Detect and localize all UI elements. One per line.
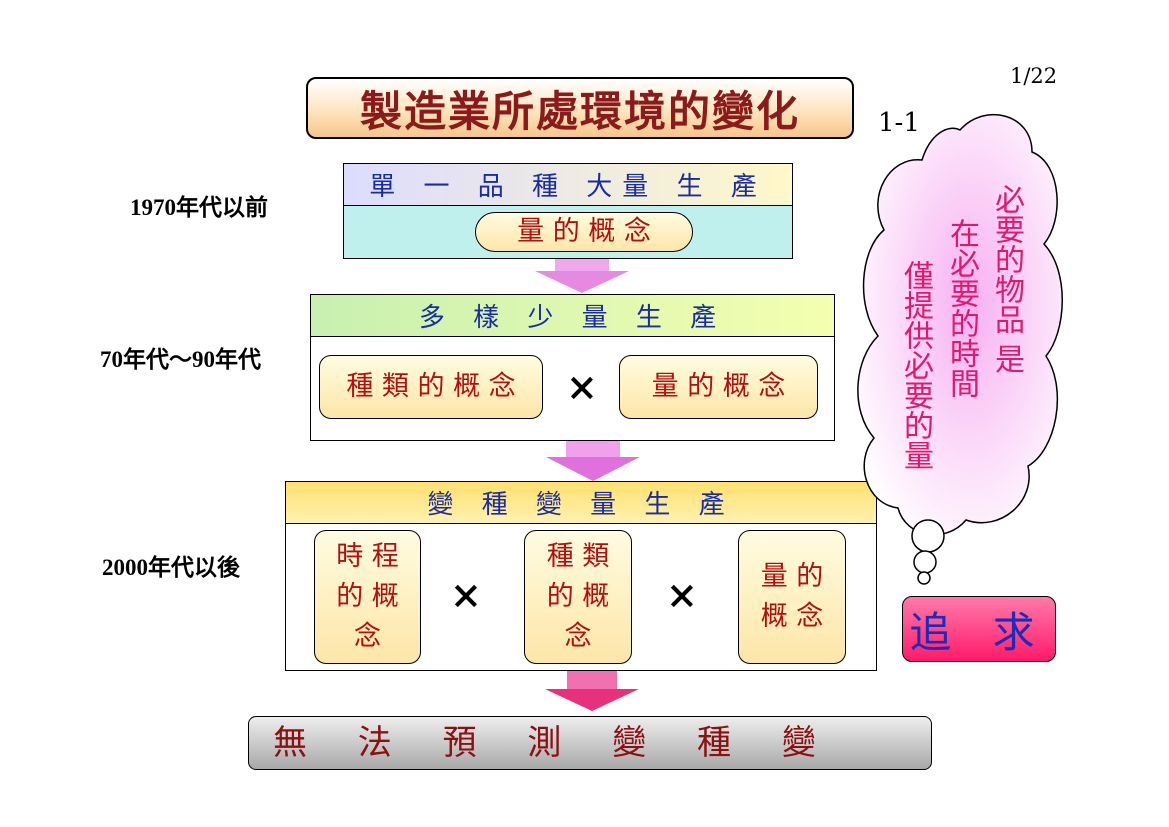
stage2-header: 多 樣 少 量 生 產	[311, 295, 834, 337]
era-label-2000: 2000年代以後	[102, 555, 240, 580]
page-number: 1/22	[1010, 64, 1058, 88]
stage3-header: 變 種 變 量 生 產	[286, 482, 876, 524]
times-icon: ×	[666, 572, 698, 617]
thought-bubble-cloud-icon	[857, 114, 1063, 585]
slide-id: 1-1	[878, 108, 920, 138]
times-icon: ×	[566, 364, 598, 409]
bubble-line-2: 在必要的時間	[944, 218, 979, 398]
times-icon: ×	[450, 572, 482, 617]
bubble-line-1: 必要的物品 是	[989, 184, 1024, 374]
stage2-concept-quantity: 量 的 概 念	[619, 355, 818, 419]
page-title: 製造業所處環境的變化	[306, 77, 854, 139]
era-label-1970: 1970年代以前	[130, 195, 268, 220]
stage2-concept-variety: 種 類 的 概 念	[319, 355, 543, 419]
arrow-body-2	[566, 441, 620, 457]
bottom-banner: 無 法 預 測 變 種 變 量 生 產 的 時 代	[248, 716, 932, 770]
bottom-banner-text: 無 法 預 測 變 種 變 量 生 產 的 時 代	[273, 723, 836, 763]
stage1-box: 單 一 品 種 大量 生 產	[343, 163, 793, 259]
stage1-concept-quantity: 量 的 概 念	[475, 212, 693, 252]
stage3-concept-schedule: 時 程 的 概 念	[314, 530, 421, 664]
stage1-header: 單 一 品 種 大量 生 產	[344, 164, 792, 206]
stage3-concept-quantity: 量 的 概 念	[738, 530, 846, 664]
down-arrow-icon	[535, 271, 629, 293]
era-label-70-90: 70年代～90年代	[100, 347, 261, 372]
bubble-line-3: 僅提供必要的量	[898, 260, 933, 470]
arrow-body-3	[567, 671, 617, 689]
down-arrow-icon	[546, 457, 640, 481]
arrow-body-1	[555, 259, 609, 271]
chase-label: 追 求	[902, 596, 1056, 662]
stage3-concept-variety: 種 類 的 概 念	[524, 530, 632, 664]
down-arrow-icon	[545, 689, 639, 711]
